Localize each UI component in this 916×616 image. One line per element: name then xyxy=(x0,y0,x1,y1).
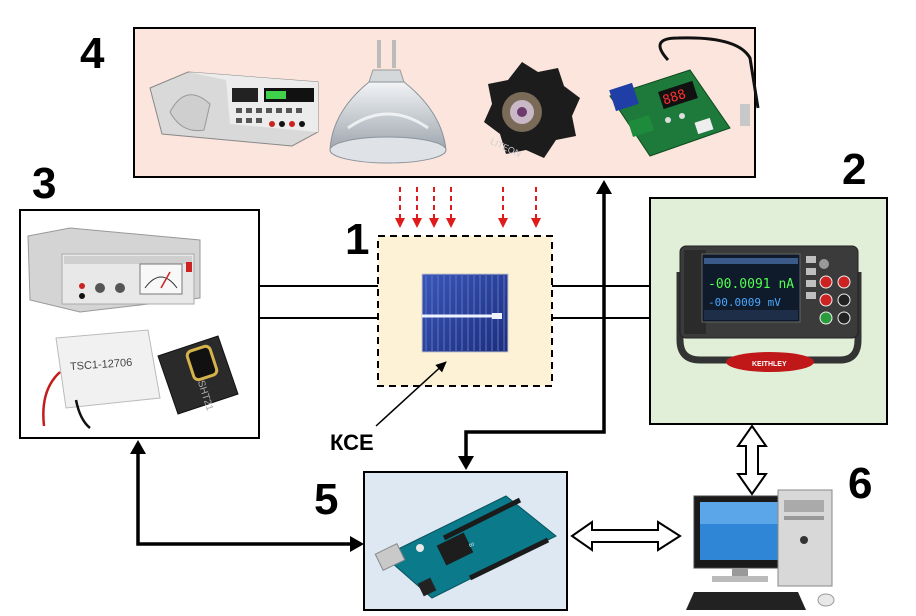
halogen-lamp-icon xyxy=(329,40,447,164)
double-arrow-box5-pc xyxy=(570,520,682,552)
keithley-reading-1: -00.0091 nA xyxy=(708,277,794,292)
arduino-mega-icon: ∞ xyxy=(374,495,557,599)
control-arrow-box5-box3 xyxy=(130,440,364,552)
label-number-2: 2 xyxy=(842,145,867,194)
light-arrows xyxy=(395,187,541,228)
led-star-icon: LITEON xyxy=(484,62,580,159)
svg-text:888: 888 xyxy=(661,87,688,109)
svg-text:∞: ∞ xyxy=(467,539,476,550)
label-number-3: 3 xyxy=(32,159,57,208)
label-number-1: 1 xyxy=(345,215,370,264)
peltier-module-icon: TSC1-12706 xyxy=(42,329,161,429)
peltier-model-text: TSC1-12706 xyxy=(70,357,133,373)
control-arrow-box5-box4 xyxy=(458,180,612,470)
kse-pointer-line xyxy=(375,361,447,427)
peltier-controller-icon xyxy=(27,227,201,313)
solar-cell-icon xyxy=(421,273,509,353)
label-number-4: 4 xyxy=(80,29,105,78)
keithley-sourcemeter-icon: -00.0091 nA -00.0009 mV KEITHLEY xyxy=(676,245,862,372)
label-number-6: 6 xyxy=(848,459,873,508)
box-1-solar-cell-holder xyxy=(377,235,553,387)
thermostat-board-icon: 888 xyxy=(609,36,760,157)
humidity-sensor-icon: SHT21 xyxy=(157,335,239,415)
desktop-computer-icon xyxy=(686,489,835,610)
power-supply-icon xyxy=(149,71,319,147)
double-arrow-box2-pc xyxy=(736,424,768,496)
keithley-brand-text: KEITHLEY xyxy=(752,361,787,368)
wire-box1-box2 xyxy=(552,285,650,319)
wire-box3-box1 xyxy=(259,285,378,319)
keithley-reading-2: -00.0009 mV xyxy=(708,296,781,309)
label-kse: КСЕ xyxy=(330,430,374,455)
label-number-5: 5 xyxy=(314,475,339,524)
